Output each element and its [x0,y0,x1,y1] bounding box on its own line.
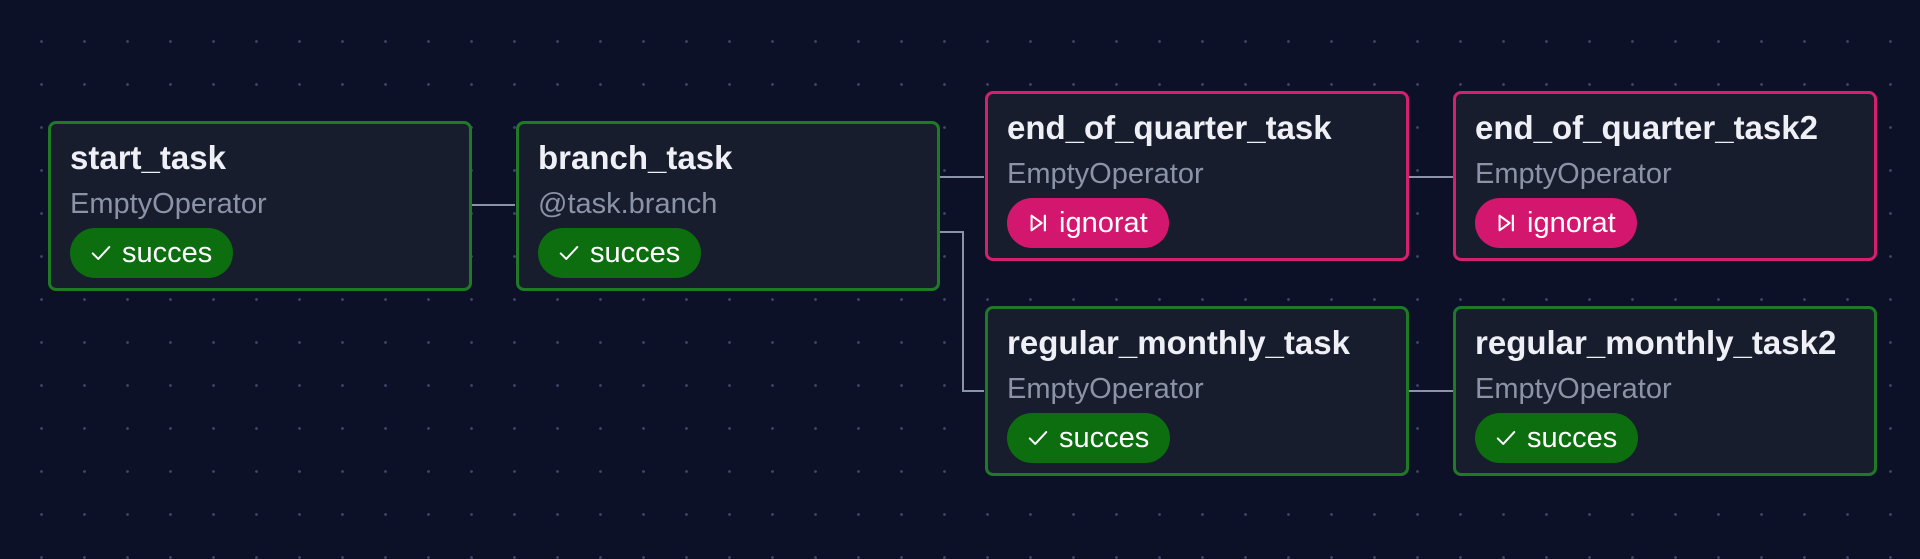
task-operator: EmptyOperator [1007,158,1204,190]
task-node-end-of-quarter-task2[interactable]: end_of_quarter_task2 EmptyOperator ignor… [1453,91,1877,261]
status-label: ignorat [1527,206,1616,239]
check-icon [90,242,112,264]
task-operator: @task.branch [538,188,718,220]
task-node-end-of-quarter-task[interactable]: end_of_quarter_task EmptyOperator ignora… [985,91,1409,261]
task-title: regular_monthly_task [1007,324,1350,361]
task-title: start_task [70,139,226,176]
edge-branch-to-regular-monthly [940,231,984,392]
task-operator: EmptyOperator [1475,373,1672,405]
task-node-regular-monthly-task2[interactable]: regular_monthly_task2 EmptyOperator succ… [1453,306,1877,476]
skip-icon [1495,212,1517,234]
task-title: end_of_quarter_task2 [1475,109,1818,146]
status-label: succes [122,236,213,269]
status-badge: ignorat [1475,198,1637,248]
task-node-branch-task[interactable]: branch_task @task.branch succes [516,121,940,291]
status-label: succes [1527,421,1618,454]
task-title: branch_task [538,139,733,176]
task-node-regular-monthly-task[interactable]: regular_monthly_task EmptyOperator succe… [985,306,1409,476]
status-label: succes [1059,421,1150,454]
status-badge: succes [1007,413,1171,463]
status-badge: succes [70,228,234,278]
task-title: end_of_quarter_task [1007,109,1332,146]
check-icon [1495,427,1517,449]
skip-icon [1027,212,1049,234]
status-badge: succes [1475,413,1639,463]
status-badge: succes [538,228,702,278]
task-operator: EmptyOperator [1475,158,1672,190]
status-label: ignorat [1059,206,1148,239]
status-badge: ignorat [1007,198,1169,248]
task-title: regular_monthly_task2 [1475,324,1837,361]
status-label: succes [590,236,681,269]
check-icon [558,242,580,264]
task-node-start-task[interactable]: start_task EmptyOperator succes [48,121,472,291]
task-operator: EmptyOperator [1007,373,1204,405]
task-operator: EmptyOperator [70,188,267,220]
check-icon [1027,427,1049,449]
